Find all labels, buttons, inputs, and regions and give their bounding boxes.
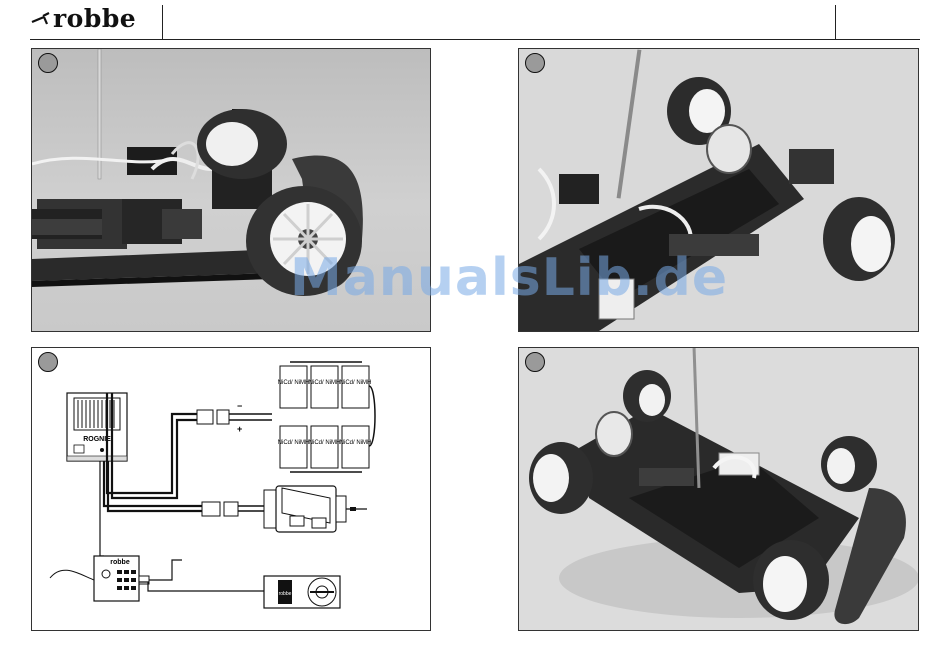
brand-name: robbe xyxy=(53,4,136,34)
figure-number-marker xyxy=(525,53,545,73)
figure-number-marker xyxy=(525,352,545,372)
motor xyxy=(264,486,367,532)
figure-2-photo xyxy=(518,48,919,332)
battery-cell-label: NiCd/ NiMH xyxy=(309,380,341,386)
wiring-diagram-drawing: ROGNIE NiCd/ NiMH NiCd/ NiMH NiCd/ NiMH … xyxy=(32,348,430,630)
battery-cell-label: NiCd/ NiMH xyxy=(309,440,341,446)
figure-1-photo xyxy=(31,48,431,332)
car-three-quarter-view-image xyxy=(519,348,918,630)
battery-cell-label: NiCd/ NiMH xyxy=(278,440,310,446)
servo: robbe xyxy=(264,576,340,608)
car-side-view-image xyxy=(32,49,430,331)
battery-cell-label: NiCd/ NiMH xyxy=(340,380,372,386)
battery-cell-label: NiCd/ NiMH xyxy=(340,440,372,446)
robbe-logo: robbe xyxy=(30,4,136,34)
polarity-plus: + xyxy=(237,424,242,434)
car-top-view-image xyxy=(519,49,918,331)
battery-pack: NiCd/ NiMH NiCd/ NiMH NiCd/ NiMH NiCd/ N… xyxy=(278,362,375,472)
robbe-logo-icon xyxy=(30,8,52,30)
speed-controller: ROGNIE xyxy=(67,393,127,461)
figure-number-marker xyxy=(38,352,58,372)
page-header: robbe xyxy=(0,0,950,42)
polarity-minus: − xyxy=(237,401,242,411)
motor-wires xyxy=(104,461,202,511)
receiver-brand: robbe xyxy=(110,559,130,566)
battery-connector xyxy=(197,410,213,424)
receiver: robbe xyxy=(50,556,182,601)
header-divider-right xyxy=(835,5,836,39)
figure-3-wiring-diagram: ROGNIE NiCd/ NiMH NiCd/ NiMH NiCd/ NiMH … xyxy=(31,347,431,631)
header-rule xyxy=(30,39,920,40)
servo-label: robbe xyxy=(279,591,292,597)
battery-cell-label: NiCd/ NiMH xyxy=(278,380,310,386)
figure-4-photo xyxy=(518,347,919,631)
header-divider-left xyxy=(162,5,163,39)
figure-number-marker xyxy=(38,53,58,73)
